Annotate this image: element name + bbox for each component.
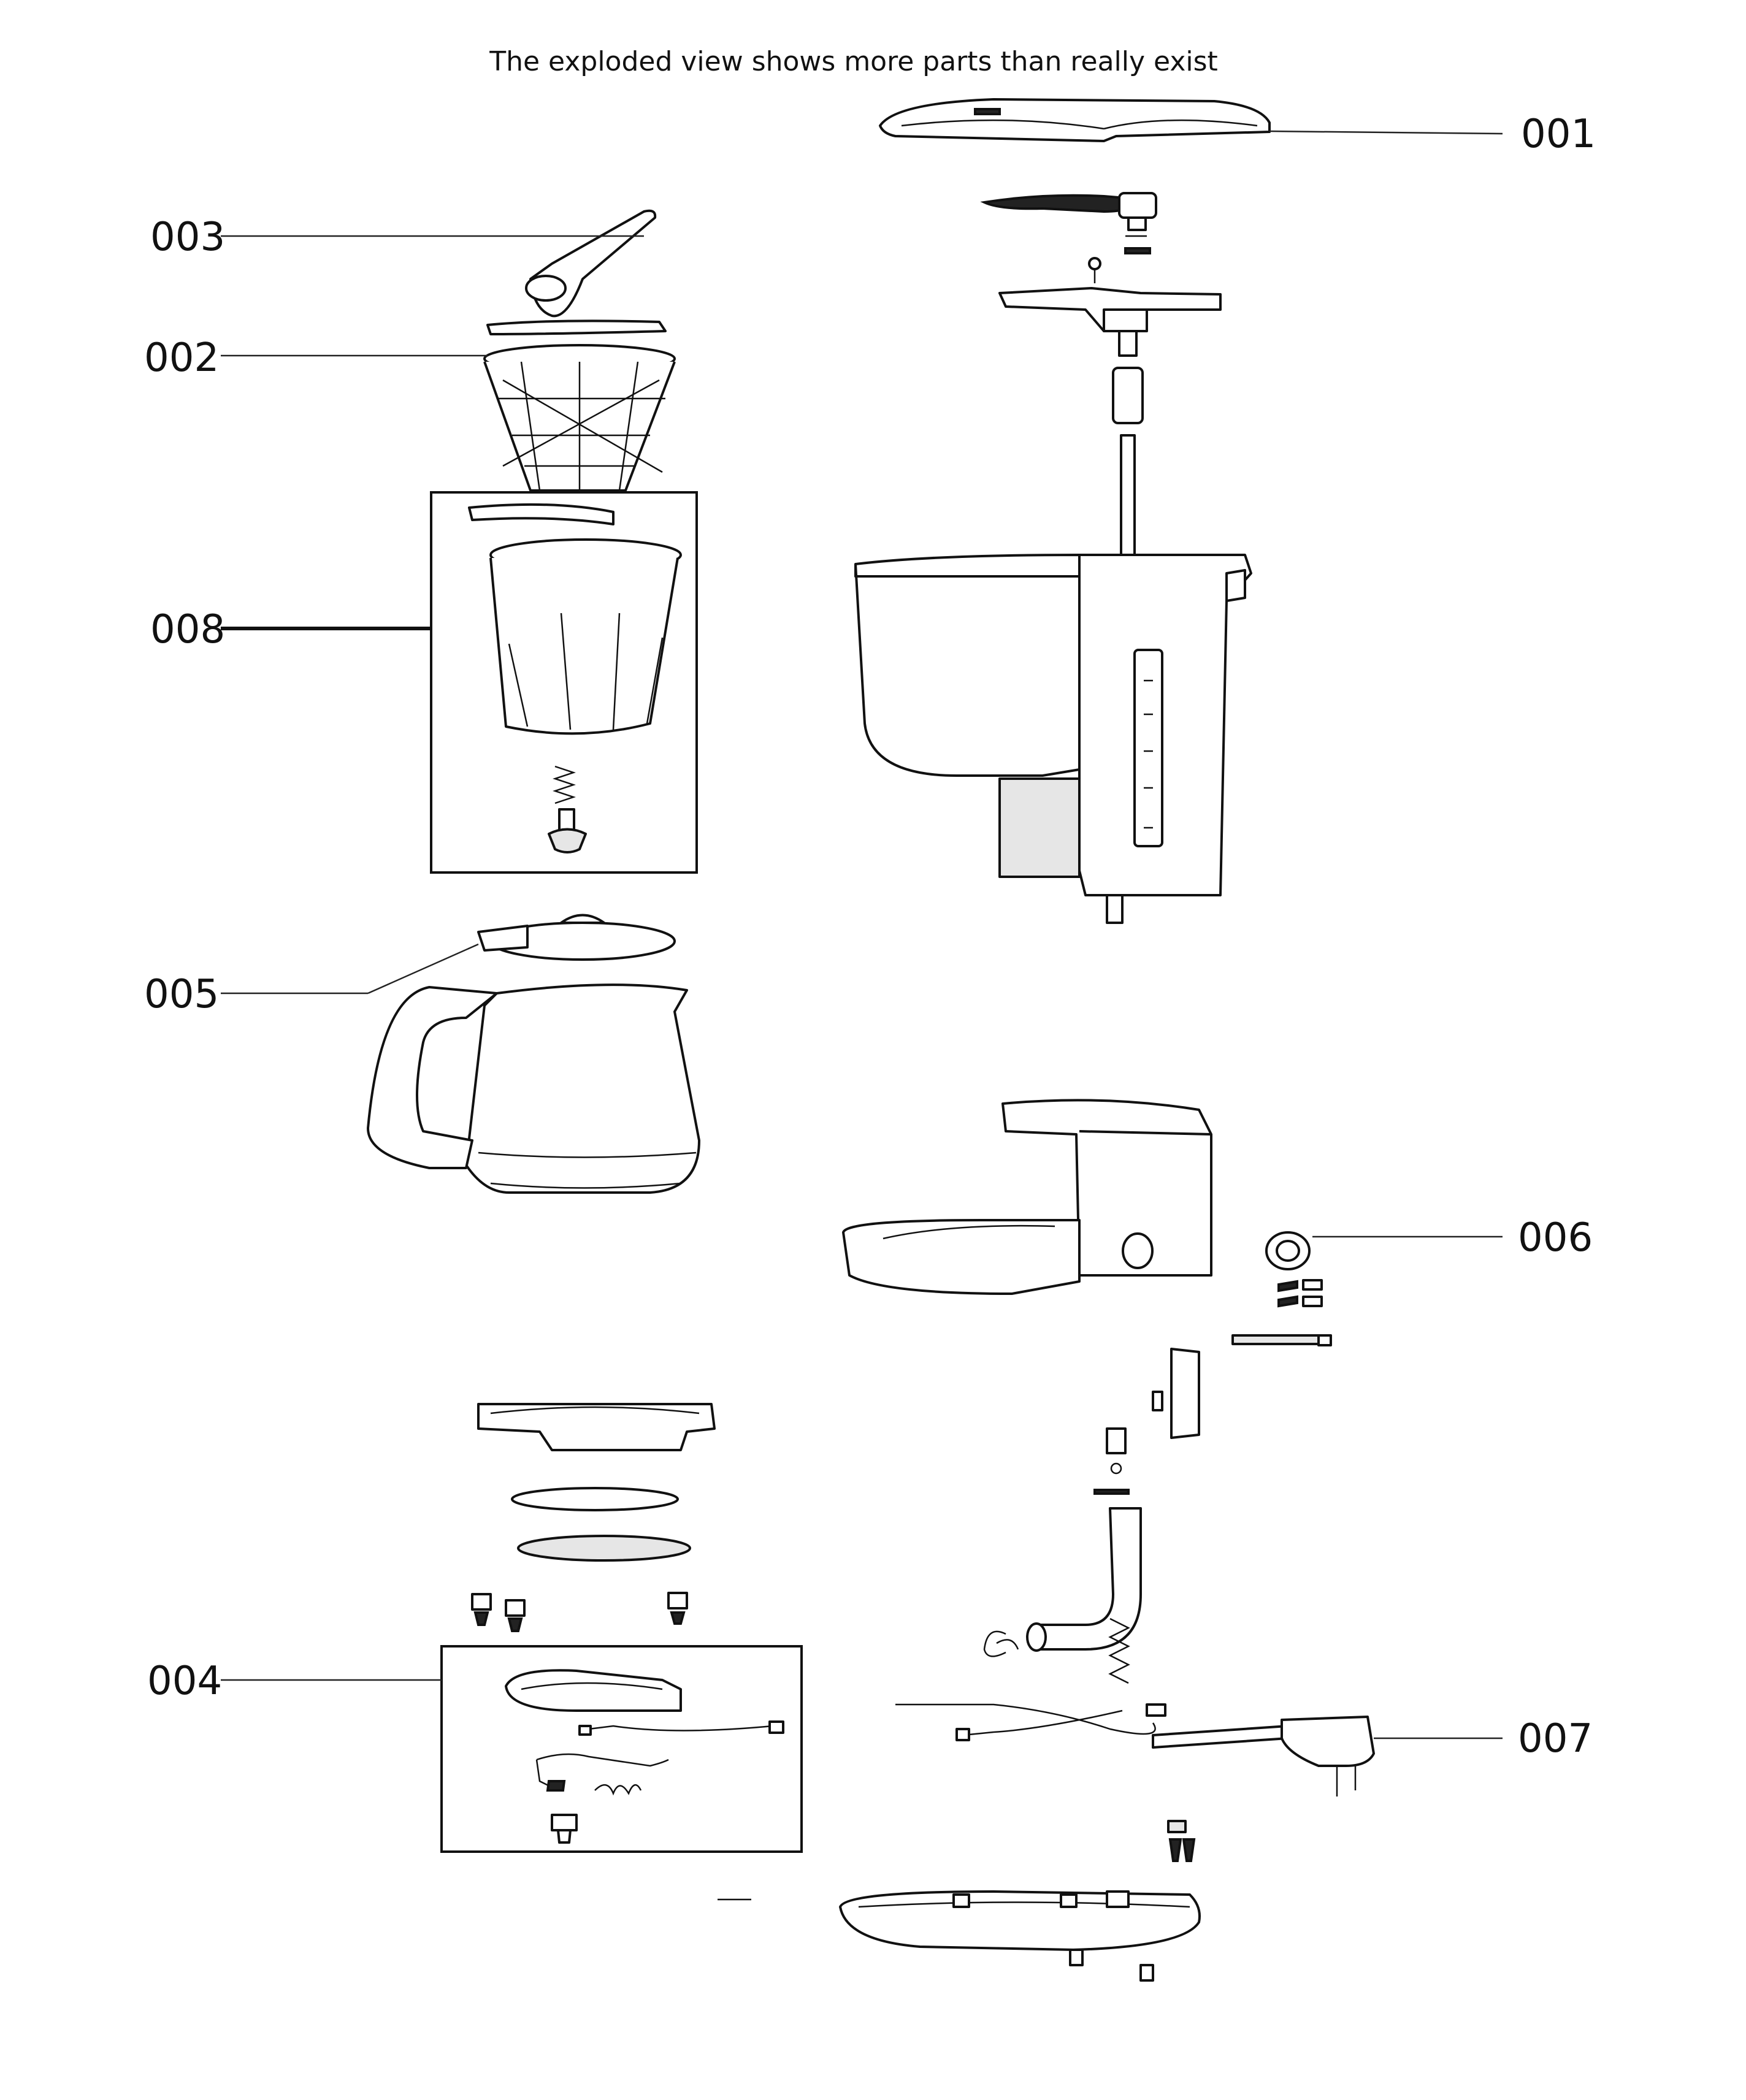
part-002-filter-holder: [483, 319, 676, 492]
label-008: 008: [150, 607, 225, 652]
lid-gasket: [980, 192, 1157, 283]
bottom-plate: [718, 1890, 1201, 1982]
part-004-heating-element: [505, 1669, 784, 1844]
silicone-tube: [1112, 367, 1144, 424]
water-tank-housing: [854, 554, 1252, 924]
part-006-switch: [1265, 1231, 1323, 1308]
label-002: 002: [144, 335, 219, 381]
label-005: 005: [144, 972, 219, 1017]
bottom-screws: [1167, 1820, 1196, 1862]
label-007: 007: [1518, 1716, 1593, 1762]
label-006: 006: [1518, 1215, 1593, 1261]
part-001-lid: [879, 98, 1271, 142]
label-001: 001: [1521, 112, 1596, 157]
part-007-power-cord: [895, 1703, 1375, 1796]
internal-small-parts: [1093, 1334, 1332, 1495]
label-003: 003: [150, 215, 225, 260]
water-spreader-arm: [998, 287, 1222, 357]
label-004: 004: [147, 1659, 222, 1704]
heater-pipe-assembly: [983, 1507, 1142, 1684]
base-housing: [842, 1099, 1212, 1295]
warming-plate-parts: [471, 1403, 716, 1632]
part-008-group-box: [430, 491, 698, 874]
part-005-carafe: [367, 914, 700, 1194]
diagram-caption: The exploded view shows more parts than …: [489, 46, 1218, 77]
part-004-group-box: [440, 1645, 803, 1853]
part-008-filter-basket: [468, 503, 682, 853]
part-003-measuring-scoop: [525, 209, 657, 318]
